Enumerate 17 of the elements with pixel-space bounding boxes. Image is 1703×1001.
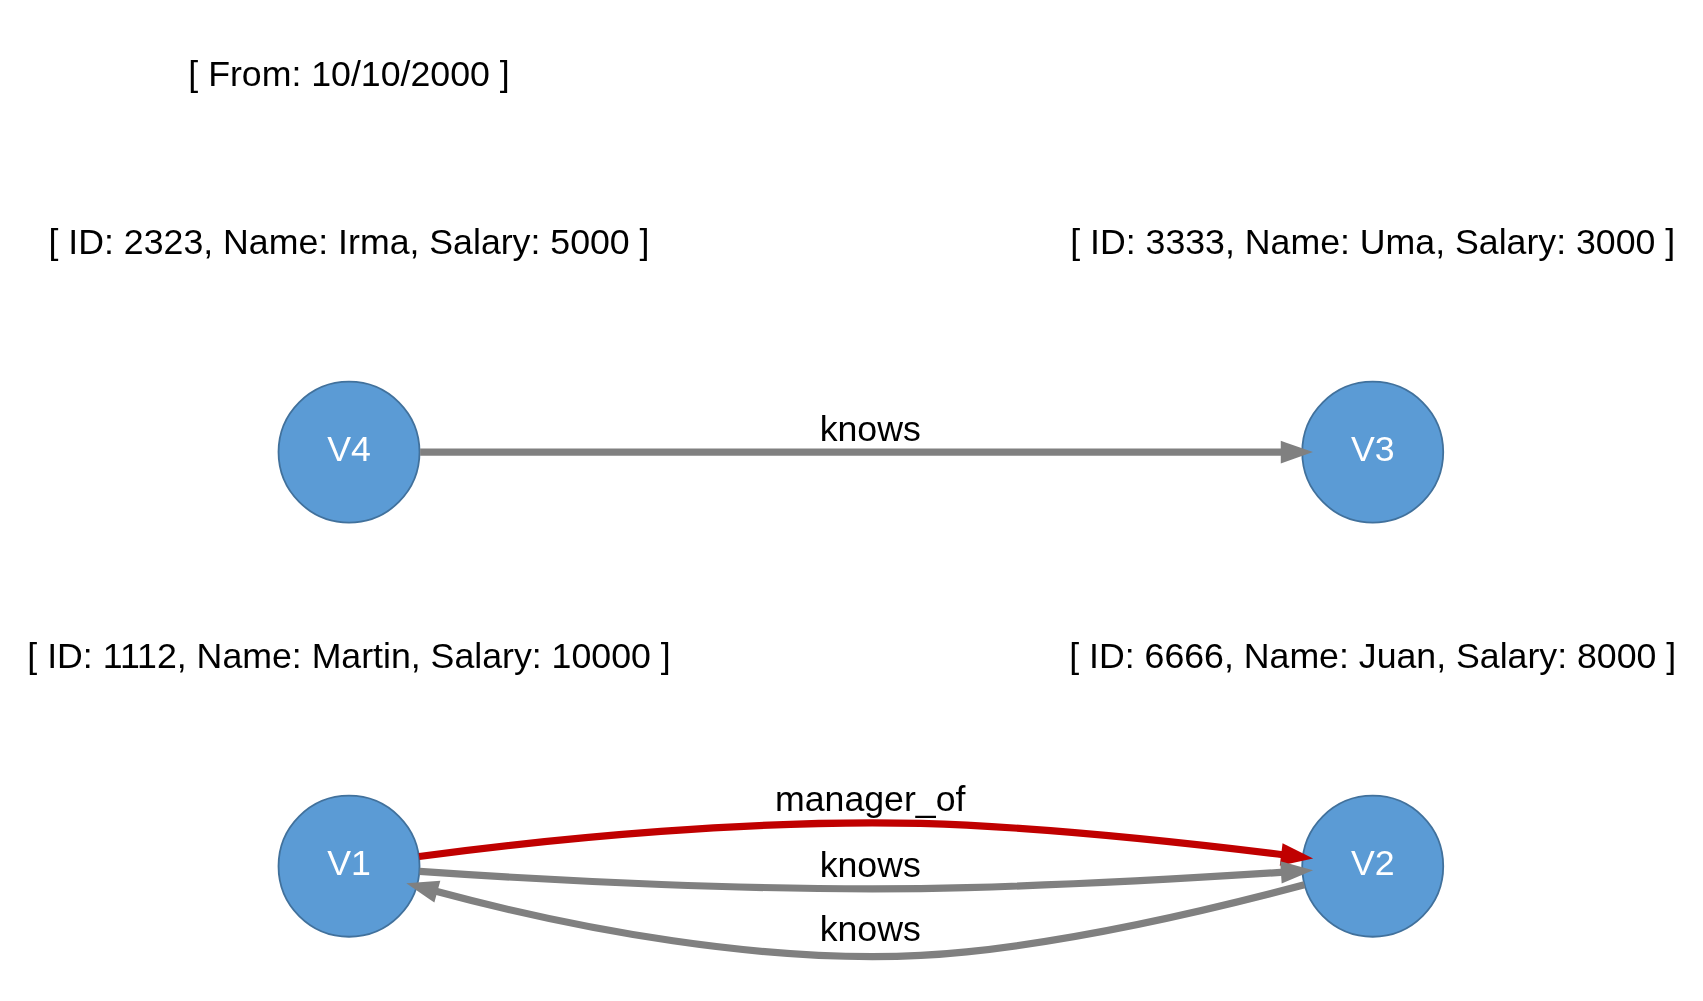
edge-label: knows [819, 408, 921, 449]
node-circle: V2 [1301, 794, 1445, 938]
node-circle: V4 [277, 380, 421, 523]
node-circle: V3 [1301, 380, 1445, 523]
arrow [406, 880, 1306, 960]
node-label: [ ID: 2323, Name: Irma, Salary: 5000 ] [48, 221, 650, 262]
arrow [420, 440, 1313, 463]
node-label: [ ID: 3333, Name: Uma, Salary: 3000 ] [1070, 221, 1676, 262]
arrow [418, 818, 1314, 866]
edge-label: knows [819, 844, 921, 885]
node-circle: V1 [277, 794, 421, 938]
edge-label: knows [819, 908, 921, 949]
node-label: [ ID: 6666, Name: Juan, Salary: 8000 ] [1069, 635, 1677, 676]
node-label: [ ID: 1112, Name: Martin, Salary: 10000 ] [27, 635, 671, 676]
label: [ From: 10/10/2000 ] [188, 53, 510, 94]
edge-label: manager_of [775, 778, 966, 819]
arrow [419, 860, 1314, 892]
